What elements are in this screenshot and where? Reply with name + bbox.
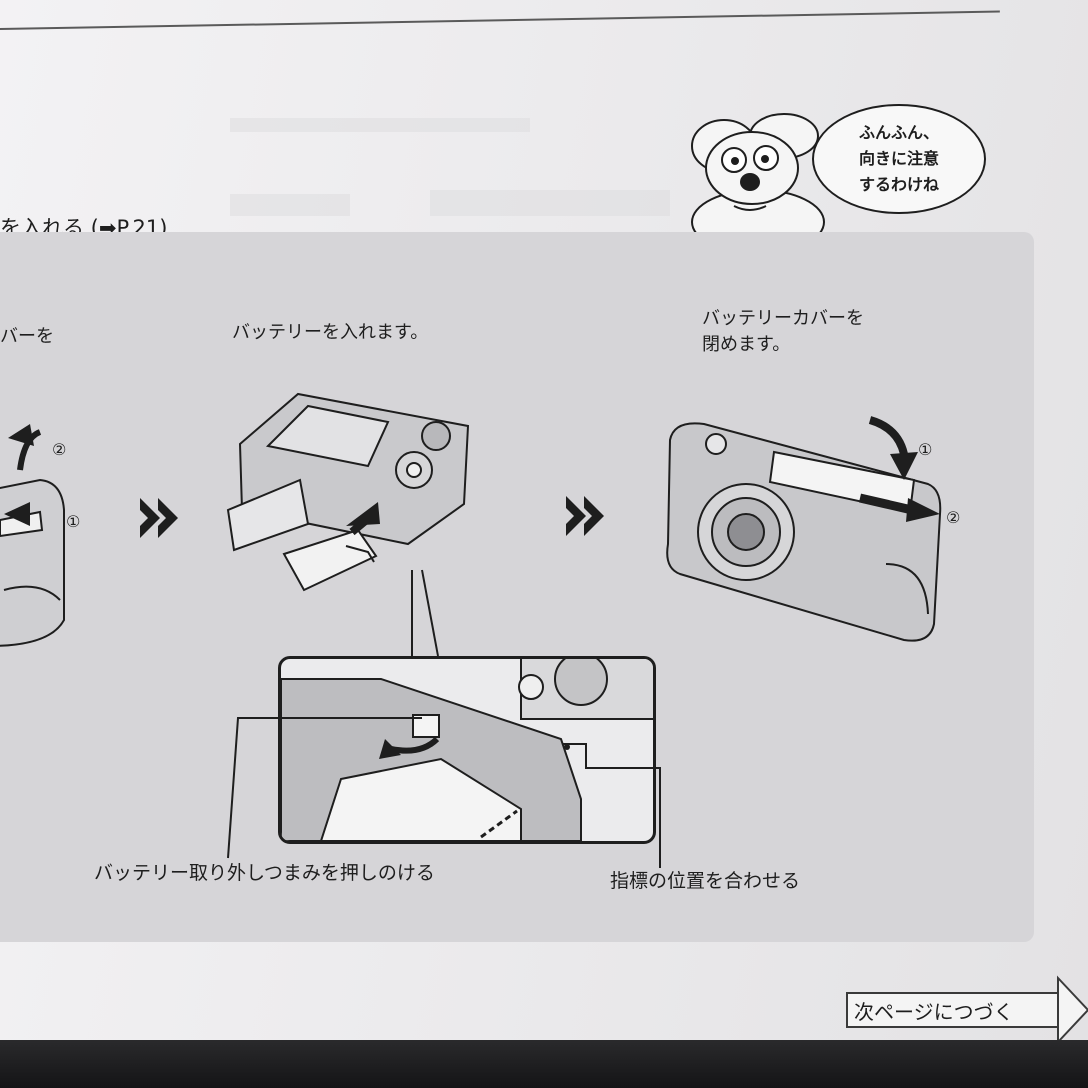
bleed-through-line xyxy=(230,118,530,132)
continue-next-page-box: 次ページにつづく xyxy=(846,992,1068,1028)
step-number-one: ① xyxy=(918,440,933,459)
arrow-right-icon xyxy=(1057,975,1088,1045)
latch-callout-line xyxy=(227,717,422,859)
step-number-two: ② xyxy=(946,508,961,527)
bleed-through-box xyxy=(230,194,350,216)
index-callout-line xyxy=(562,743,661,868)
top-rule xyxy=(0,10,1000,30)
table-shadow xyxy=(0,1040,1088,1088)
curved-arrow-icon xyxy=(868,416,908,456)
speech-bubble: ふんふん、 向きに注意 するわけね xyxy=(812,104,986,214)
mouse-mascot xyxy=(691,113,825,255)
index-callout: 指標の位置を合わせる xyxy=(610,870,801,892)
double-chevron-right-icon xyxy=(140,498,178,538)
step-3-caption: バッテリーカバーを 閉めます。 xyxy=(702,308,864,355)
double-chevron-right-icon xyxy=(566,496,604,536)
speech-text: ふんふん、 向きに注意 するわけね xyxy=(858,123,939,194)
step-number-one: ① xyxy=(66,512,81,531)
close-up-inset xyxy=(278,656,656,844)
battery-compartment-illustration xyxy=(281,659,653,841)
camera-illustration-step-3 xyxy=(666,416,942,642)
latch-callout: バッテリー取り外しつまみを押しのける xyxy=(94,862,435,884)
bleed-through-box xyxy=(430,190,670,216)
camera-illustration-step-1 xyxy=(0,424,65,647)
camera-illustration-step-2 xyxy=(226,392,470,592)
step-number-two: ② xyxy=(52,440,67,459)
step-1-caption: バーを xyxy=(0,326,54,347)
curved-arrow-icon xyxy=(17,429,42,471)
callout-leader xyxy=(411,569,439,657)
step-2-caption: バッテリーを入れます。 xyxy=(232,322,429,343)
